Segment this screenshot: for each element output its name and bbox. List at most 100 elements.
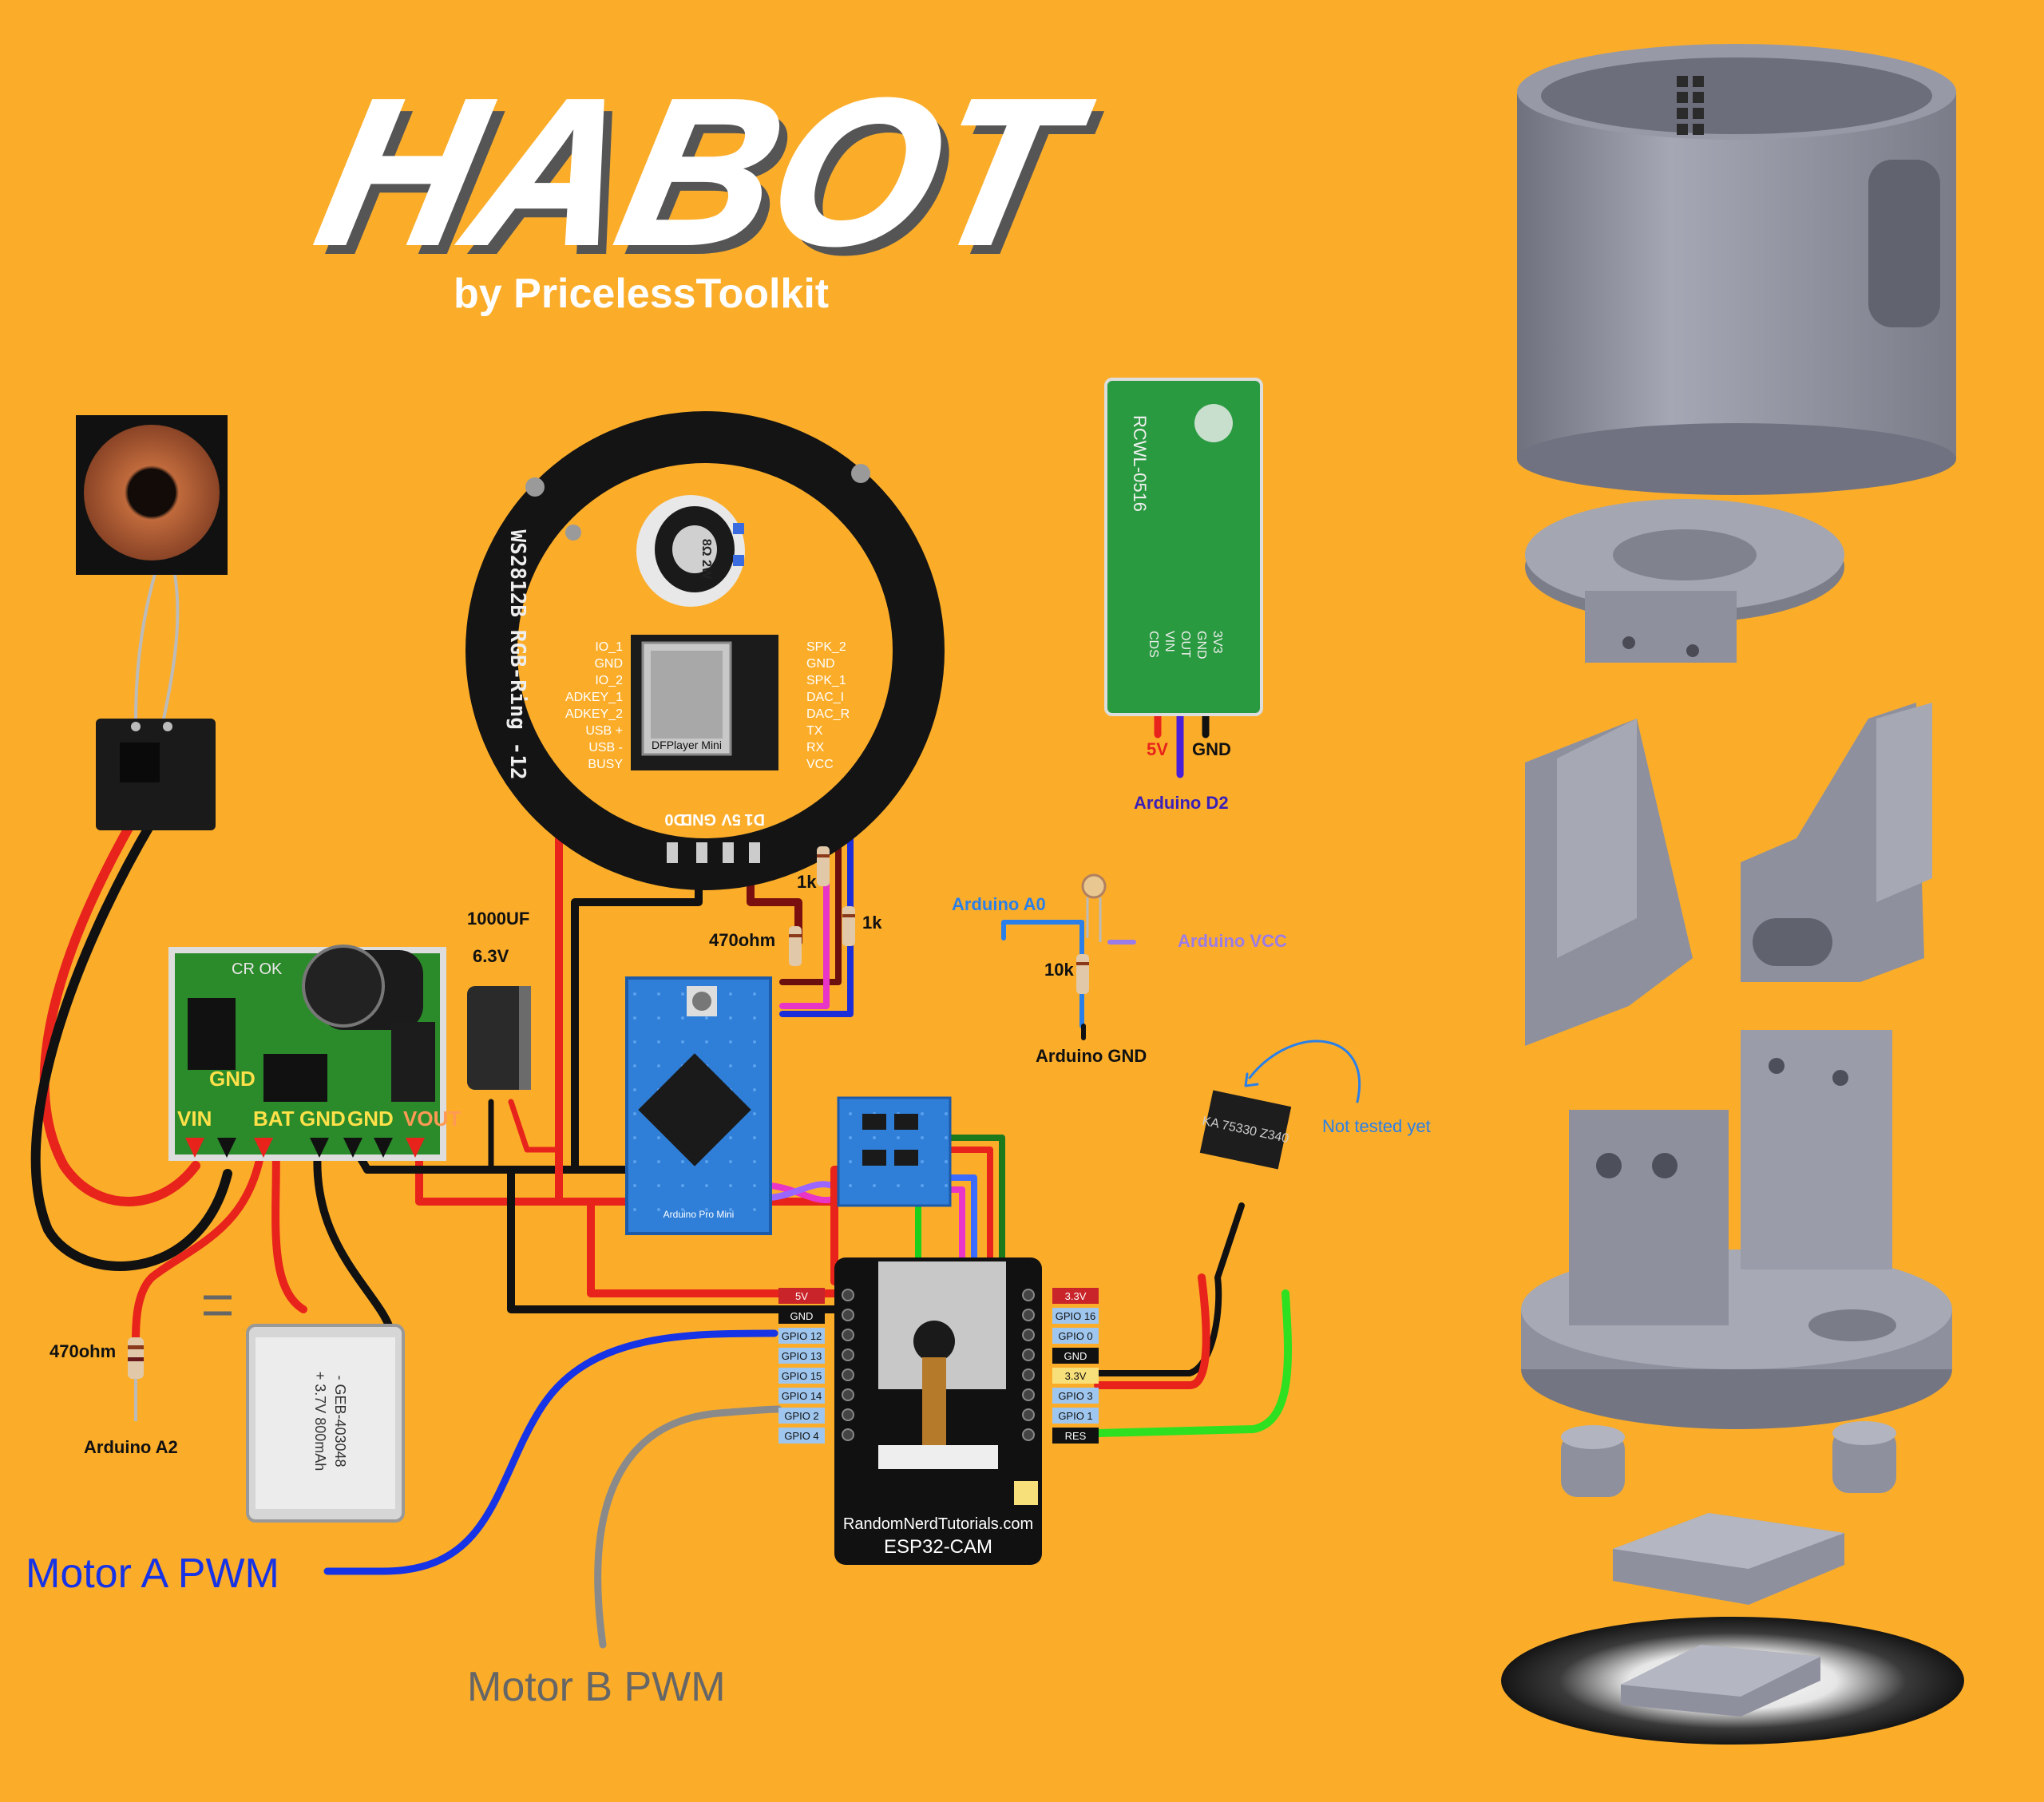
radar-sensor: RCWL-0516 CDS VIN OUT GND 3V3 5V GND Ard… [1104,378,1263,813]
charging-pad-tile [1613,1513,1844,1605]
ldr-a0: Arduino A0 [952,894,1046,914]
esp32-cam: RandomNerdTutorials.com ESP32-CAM [834,1257,1042,1565]
df-left-pin: USB - [588,741,623,754]
df-left-pin: IO_1 [595,640,623,654]
ring-pin-gnd: GND [681,810,716,828]
esp-pin-gpio15: GPIO 15 [782,1370,822,1382]
radar-out-label: Arduino D2 [1134,793,1229,813]
grill-plate [1525,499,1844,663]
df-right-pin: GND [806,657,835,671]
logo-text: HABOT [302,56,1105,288]
esp-pin-gpio0: GPIO 0 [1058,1330,1092,1342]
wheels [1561,1421,1896,1497]
pullup-470: 470ohm [709,930,775,950]
level-shifter [837,1096,952,1207]
radar-pin: VIN [1163,631,1176,652]
df-left-pin: GND [594,657,623,671]
logo-shadow: HABOT [312,66,1115,299]
esp-pin-3v3-b: 3.3V [1065,1370,1087,1382]
df-right-pin: DAC_R [806,707,850,721]
dfplayer-right-pins: SPK_2 GND SPK_1 DAC_I DAC_R TX RX VCC [806,640,850,771]
battery-model: - GEB-403048 [332,1375,348,1467]
pin-vin: VIN [177,1107,212,1131]
title-logo: HABOT HABOT by PricelessToolkit [300,54,1115,317]
transistor-note: Not tested yet [1322,1116,1431,1136]
esp-pin-gpio3: GPIO 3 [1058,1390,1092,1402]
wireless-coil [76,415,228,575]
pin-vout: VOUT [403,1107,461,1131]
esp-pin-gpio14: GPIO 14 [782,1390,822,1402]
radar-pin: OUT [1178,631,1192,658]
right-bracket [1741,703,1932,982]
ring-resistors: 470ohm 1k 1k [709,846,882,966]
capacitor-label: 1000UF [467,909,529,929]
top-cylinder [1517,44,1956,495]
esp32-right-pin-headers [1022,1289,1035,1441]
module-silk: CR OK [232,960,283,978]
power-module: CR OK VIN GND BAT GND GND VOUT [168,945,461,1161]
esp-pin-3v3: 3.3V [1065,1290,1087,1302]
charging-base [1501,1617,1964,1745]
dfplayer-left-pins: IO_1 GND IO_2 ADKEY_1 ADKEY_2 USB + USB … [565,640,623,771]
df-right-pin: VCC [806,758,834,771]
esp32-left-pins: 5V GND GPIO 12 GPIO 13 GPIO 15 GPIO 14 G… [778,1288,825,1444]
battery-label: + 3.7V 800mAh [312,1372,328,1471]
df-right-pin: SPK_1 [806,674,846,687]
radar-pin: 3V3 [1210,631,1224,654]
esp-pin-gpio4: GPIO 4 [784,1430,818,1442]
df-right-pin: RX [806,741,825,754]
speaker: 8Ω 2W [636,495,745,607]
ldr: Arduino A0 Arduino VCC 10k Arduino GND [952,873,1287,1066]
dfplayer-mini: DFPlayer Mini IO_1 GND IO_2 ADKEY_1 ADKE… [565,635,850,771]
df-right-pin: DAC_I [806,691,844,704]
left-resistor-target: Arduino A2 [84,1437,178,1457]
esp-pin-gpio12: GPIO 12 [782,1330,822,1342]
wireless-charger-module [96,719,216,830]
ring-silk: WS2812B RGB-Ring -12 [505,529,529,779]
ring-pin-5v: 5V [721,810,741,828]
esp-pin-res: RES [1065,1430,1087,1442]
df-left-pin: ADKEY_1 [565,691,623,704]
esp32-url: RandomNerdTutorials.com [843,1515,1033,1533]
transistor: KA 75330 Z340 Not tested yet [1199,1090,1431,1170]
module-pins: VIN GND BAT GND GND VOUT [177,1067,461,1131]
capacitor: 1000UF 6.3V [467,909,531,1090]
radar-model: RCWL-0516 [1130,415,1150,512]
esp-pin-5v: 5V [795,1290,808,1302]
ring-pin-d0: D0 [664,810,685,828]
exploded-view [1501,44,1964,1745]
esp32-left-pin-headers [842,1289,854,1441]
radar-pin: GND [1194,631,1208,659]
base-housing [1521,1030,1952,1429]
left-resistor-value: 470ohm [50,1341,116,1361]
battery: - GEB-403048 + 3.7V 800mAh [204,1295,405,1523]
arduino-pro-mini: Arduino Pro Mini [625,976,772,1235]
ldr-vcc: Arduino VCC [1178,931,1287,951]
df-right-pin: SPK_2 [806,640,846,654]
arduino-name: Arduino Pro Mini [664,1209,735,1220]
df-left-pin: ADKEY_2 [565,707,623,721]
left-resistor: 470ohm Arduino A2 [50,1337,178,1457]
df-left-pin: IO_2 [595,674,623,687]
motor-b-label: Motor B PWM [467,1664,726,1710]
esp32-name: ESP32-CAM [884,1536,992,1558]
radar-gnd-label: GND [1192,739,1231,759]
ring-pin-d1: D1 [744,810,765,828]
pin-gnd-2: GND [299,1107,346,1131]
ldr-10k: 10k [1044,960,1074,980]
esp-pin-gpio1: GPIO 1 [1058,1410,1092,1422]
motor-a-label: Motor A PWM [26,1551,279,1597]
dfplayer-name: DFPlayer Mini [652,739,722,751]
esp-pin-gpio13: GPIO 13 [782,1350,822,1362]
resistor-1k-b: 1k [862,913,882,933]
capacitor-voltage: 6.3V [473,946,509,966]
speaker-spec: 8Ω 2W [699,539,713,580]
byline: by PricelessToolkit [454,271,829,317]
pin-gnd-1: GND [209,1067,256,1091]
df-right-pin: TX [806,724,823,738]
pin-gnd-3: GND [347,1107,394,1131]
pin-bat: BAT [253,1107,295,1131]
df-left-pin: USB + [585,724,623,738]
